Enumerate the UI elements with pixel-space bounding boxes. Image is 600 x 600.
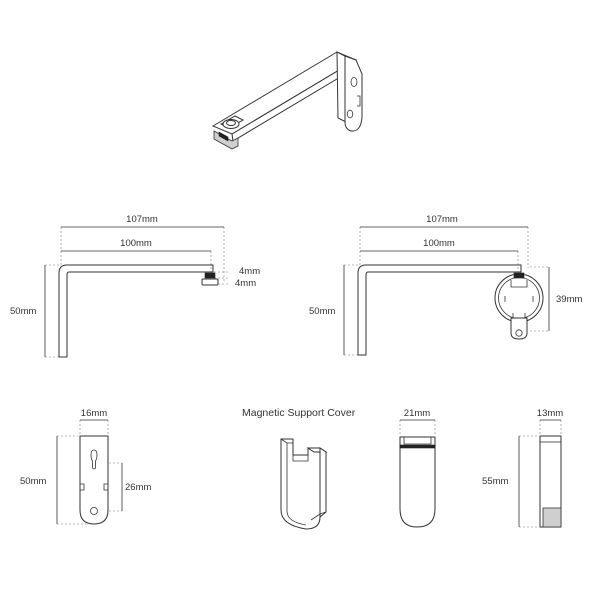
bracket-a-pad-top: 4mm [239, 266, 260, 277]
plate-hole-spacing: 26mm [125, 482, 151, 493]
bracket-a-pad-bottom: 4mm [235, 278, 256, 289]
bracket-isometric-view [211, 51, 363, 150]
cover-perspective-view [280, 438, 328, 530]
bracket-a-inner-width: 100mm [120, 238, 152, 249]
bracket-b-inner-width: 100mm [423, 238, 455, 249]
bracket-b-ring-diameter: 39mm [556, 294, 582, 305]
bracket-a-outer-width: 107mm [126, 214, 158, 225]
bracket-b-side-view [343, 226, 550, 356]
cover-front-width: 21mm [404, 408, 430, 419]
cover-side-view [518, 419, 562, 528]
plate-width: 16mm [81, 408, 107, 419]
bracket-a-height: 50mm [10, 306, 36, 317]
plate-height: 50mm [20, 476, 46, 487]
cover-side-width: 13mm [537, 408, 563, 419]
bracket-a-side-view [44, 226, 229, 358]
bracket-b-outer-width: 107mm [426, 214, 458, 225]
cover-front-view [399, 419, 436, 528]
cover-title: Magnetic Support Cover [242, 407, 356, 419]
mounting-plate-view [56, 419, 123, 525]
cover-side-height: 55mm [482, 476, 508, 487]
bracket-b-height: 50mm [309, 306, 335, 317]
